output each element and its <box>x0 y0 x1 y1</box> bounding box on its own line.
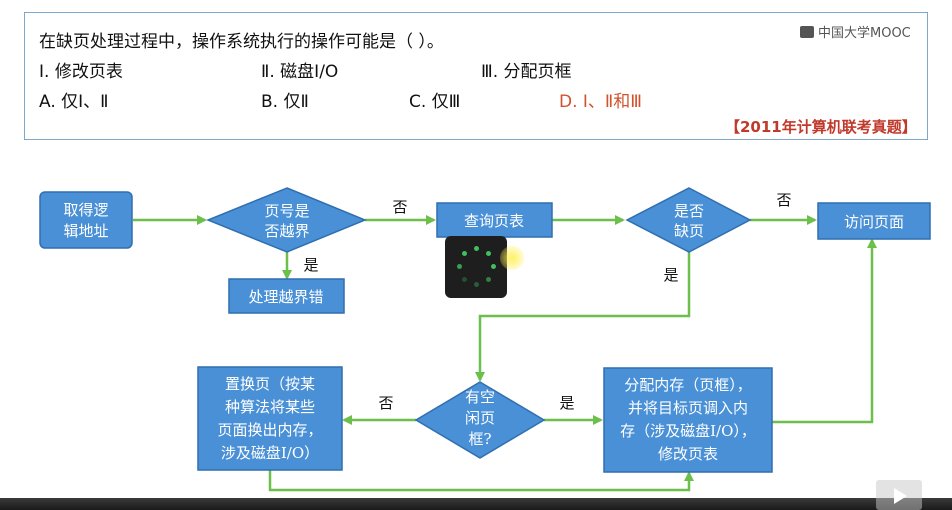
node-allocate-memory <box>603 367 773 473</box>
mooc-logo-icon <box>800 25 814 38</box>
question-item-1: Ⅰ. 修改页表 <box>39 62 123 82</box>
node-free-frame-line-2: 闲页 <box>465 409 495 427</box>
node-replace-page-line-3: 页面换出内存， <box>217 421 322 439</box>
node-get-address-line-1: 取得逻 <box>63 201 108 219</box>
question-stem: 在缺页处理过程中，操作系统执行的操作可能是（ ）。 <box>39 32 444 52</box>
edge-missing-yes <box>475 252 691 382</box>
question-source: 【2011年计算机联考真题】 <box>725 118 917 136</box>
node-page-missing-line-2: 缺页 <box>674 222 704 240</box>
node-replace-page-line-2: 种算法将某些 <box>225 398 315 416</box>
node-page-out-of-bounds-line-1: 页号是 <box>264 202 309 220</box>
question-box: 在缺页处理过程中，操作系统执行的操作可能是（ ）。 Ⅰ. 修改页表 Ⅱ. 磁盘I… <box>24 12 928 140</box>
edge-label-free-no: 否 <box>378 394 393 412</box>
node-free-frame-line-1: 有空 <box>465 388 495 406</box>
node-page-out-of-bounds <box>206 187 367 253</box>
node-get-address-line-2: 辑地址 <box>63 222 108 240</box>
edge-label-bounds-no: 否 <box>392 198 407 216</box>
edge-replace-to-allocate <box>268 470 694 492</box>
option-a: A. 仅Ⅰ、Ⅱ <box>39 92 109 112</box>
edge-label-missing-yes: 是 <box>663 266 678 284</box>
mooc-logo-text: 中国大学MOOC <box>818 26 911 41</box>
node-handle-error <box>228 278 345 314</box>
node-query-page-table-label: 查询页表 <box>464 212 524 230</box>
edge-label-bounds-yes: 是 <box>303 256 318 274</box>
node-allocate-memory-line-1: 分配内存（页框）， <box>624 376 752 394</box>
node-replace-page <box>197 366 343 471</box>
node-replace-page-line-4: 涉及磁盘I/O） <box>221 444 319 462</box>
node-allocate-memory-line-2: 并将目标页调入内 <box>628 399 748 417</box>
node-handle-error-label: 处理越界错 <box>248 288 323 306</box>
node-get-address <box>39 191 133 249</box>
video-player-bar[interactable] <box>0 498 952 510</box>
page-fault-flowchart: 否 是 否 是 是 否 取得逻 辑地址 页号是 否越界 处理越界错 查询页表 是… <box>39 187 931 492</box>
node-query-page-table <box>436 202 553 238</box>
question-item-2: Ⅱ. 磁盘I/O <box>261 62 339 82</box>
loading-spinner-icon <box>445 236 507 298</box>
cursor-highlight <box>500 246 524 270</box>
node-allocate-memory-line-4: 修改页表 <box>658 445 718 463</box>
node-free-frame <box>414 381 546 459</box>
option-d-answer: D. Ⅰ、Ⅱ和Ⅲ <box>559 92 642 112</box>
node-page-missing-line-1: 是否 <box>674 202 704 220</box>
node-access-page <box>817 202 931 240</box>
node-page-missing <box>625 187 752 253</box>
option-b: B. 仅Ⅱ <box>261 92 309 112</box>
option-c: C. 仅Ⅲ <box>409 92 461 112</box>
question-item-3: Ⅲ. 分配页框 <box>481 62 572 82</box>
node-free-frame-line-3: 框? <box>468 430 491 448</box>
node-allocate-memory-line-3: 存（涉及磁盘I/O）， <box>620 422 756 440</box>
node-replace-page-line-1: 置换页（按某 <box>225 375 315 393</box>
node-page-out-of-bounds-line-2: 否越界 <box>264 222 309 240</box>
play-icon[interactable] <box>876 480 922 510</box>
mooc-logo: 中国大学MOOC <box>800 22 911 41</box>
edge-label-free-yes: 是 <box>559 394 574 412</box>
node-access-page-label: 访问页面 <box>844 213 904 231</box>
edge-allocate-to-access <box>772 238 877 424</box>
edge-label-missing-no: 否 <box>776 191 791 209</box>
